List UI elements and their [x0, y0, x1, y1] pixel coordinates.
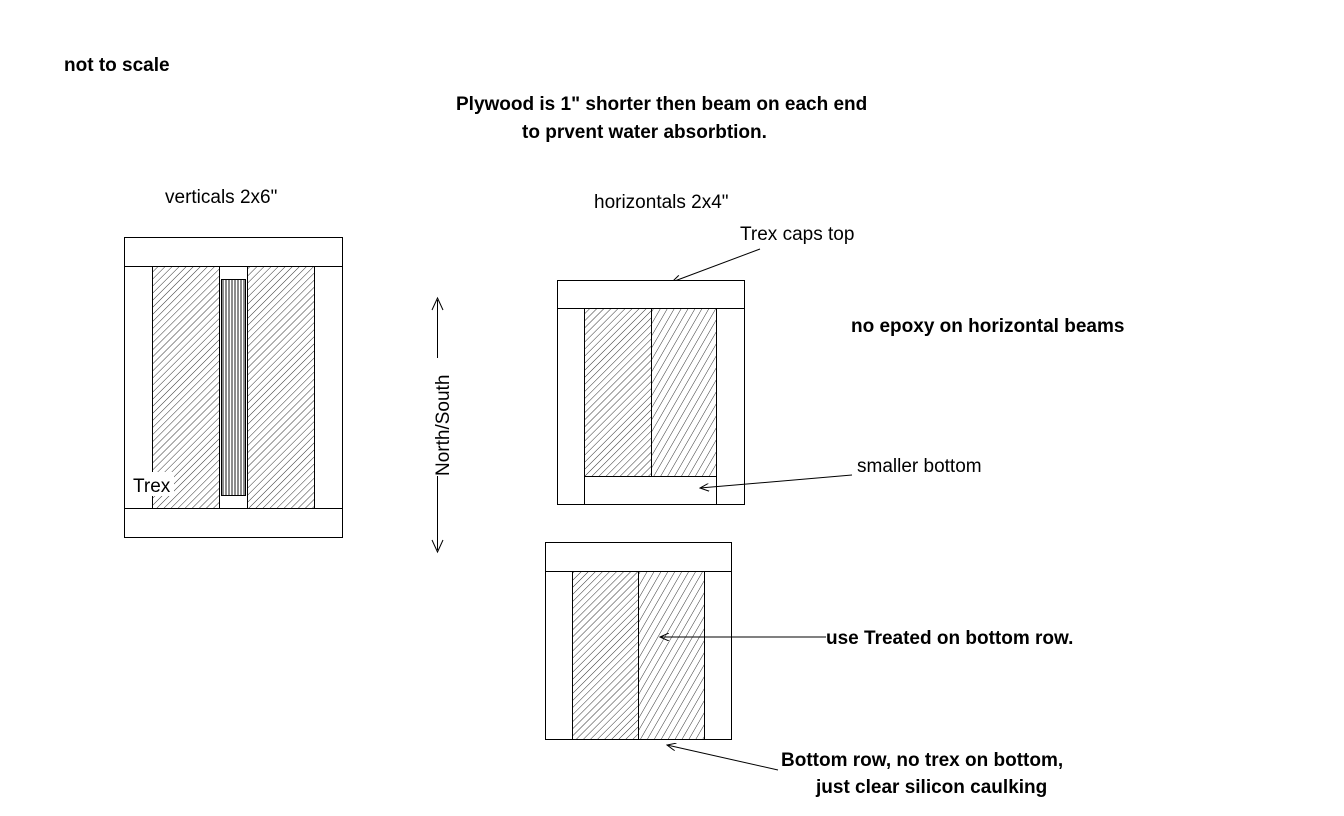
vertical-right-trex: [314, 266, 343, 509]
not-to-scale-note: not to scale: [64, 55, 170, 76]
smaller-bottom-label: smaller bottom: [857, 456, 982, 477]
lower-left-plank: [572, 571, 639, 740]
trex-label-bg: [130, 472, 174, 496]
upper-top-cap: [557, 280, 745, 309]
vertical-right-plank: [247, 266, 315, 509]
bottom-row-note-line1: Bottom row, no trex on bottom,: [781, 750, 1063, 771]
upper-right-plank: [651, 308, 717, 477]
horizontals-title: horizontals 2x4": [594, 192, 729, 213]
lower-top-cap: [545, 542, 732, 572]
plywood-note-line1: Plywood is 1" shorter then beam on each …: [456, 94, 867, 115]
north-south-indicator: North/South: [428, 296, 454, 554]
upper-left-trex: [557, 308, 585, 505]
horizontal-beam-section-lower: [545, 542, 732, 740]
arrow-down-icon: [431, 539, 444, 554]
north-south-label: North/South: [433, 375, 454, 476]
upper-left-plank: [584, 308, 652, 477]
treated-bottom-row-note: use Treated on bottom row.: [826, 628, 1073, 649]
lower-right-trex: [704, 571, 732, 740]
trex-label: Trex: [133, 476, 171, 497]
upper-smaller-bottom: [584, 476, 717, 505]
lower-left-trex: [545, 571, 573, 740]
vertical-bottom-cap: [124, 508, 343, 538]
smaller-bottom-arrow: [700, 474, 853, 488]
vertical-left-plank: [152, 266, 220, 509]
bottom-row-note-line2: just clear silicon caulking: [815, 777, 1047, 798]
lower-right-plank: [638, 571, 705, 740]
no-epoxy-note: no epoxy on horizontal beams: [851, 316, 1124, 337]
trex-caps-top-label: Trex caps top: [740, 224, 854, 245]
arrow-up-icon: [431, 296, 444, 311]
vertical-top-cap: [124, 237, 343, 267]
trex-caps-arrow: [672, 248, 761, 282]
verticals-title: verticals 2x6": [165, 187, 277, 208]
horizontal-beam-section-upper: [557, 280, 745, 505]
vertical-beam-section: Trex: [124, 237, 343, 538]
north-south-label-bg: [428, 358, 448, 476]
upper-right-trex: [716, 308, 745, 505]
plywood-note-line2: to prvent water absorbtion.: [522, 122, 767, 143]
bottom-row-arrow: [667, 745, 779, 771]
vertical-left-trex: [124, 266, 153, 509]
vertical-plywood-hatch: [221, 279, 246, 496]
